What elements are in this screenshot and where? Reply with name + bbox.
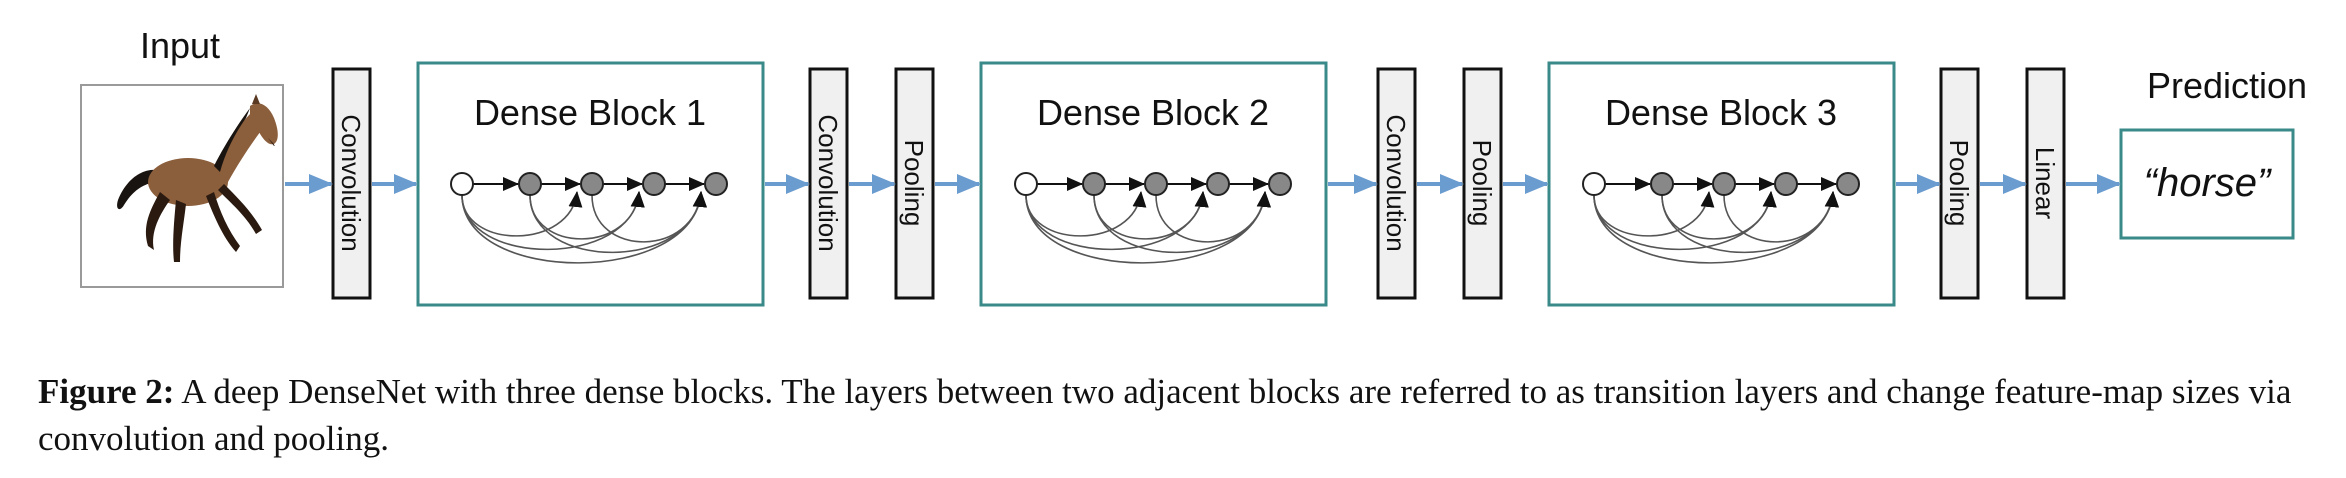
- dense-block-1-label: Dense Block 1: [474, 92, 706, 133]
- skip-connection: [461, 191, 583, 237]
- pool-layer-3-label: Pooling: [1944, 140, 1974, 227]
- input-image: [80, 84, 284, 288]
- dense-block-2: Dense Block 2: [979, 61, 1328, 307]
- skip-connection: [1155, 191, 1271, 243]
- layer-node: [1774, 172, 1798, 196]
- conv-layer-2: Convolution: [808, 67, 849, 300]
- horse-icon: [117, 94, 278, 262]
- conv-layer-1: Convolution: [331, 67, 372, 300]
- skip-connection: [1593, 191, 1715, 237]
- pool-layer-3: Pooling: [1939, 67, 1980, 300]
- layer-node: [1712, 172, 1736, 196]
- pipeline: Convolution Dense Block 1 Convolution Po…: [331, 61, 2066, 307]
- dense-block-3-graph: [1582, 172, 1860, 264]
- layer-node: [1144, 172, 1168, 196]
- linear-layer-label: Linear: [2030, 147, 2060, 220]
- input-node: [1582, 172, 1606, 196]
- input-node: [450, 172, 474, 196]
- pool-layer-2-label: Pooling: [1467, 140, 1497, 227]
- layer-node: [1836, 172, 1860, 196]
- dense-block-2-graph: [1014, 172, 1292, 264]
- dense-block-2-label: Dense Block 2: [1037, 92, 1269, 133]
- conv-layer-3: Convolution: [1376, 67, 1417, 300]
- pool-layer-1-label: Pooling: [899, 140, 929, 227]
- skip-connection: [591, 191, 707, 243]
- layer-node: [642, 172, 666, 196]
- dense-block-3-label: Dense Block 3: [1605, 92, 1837, 133]
- layer-node: [704, 172, 728, 196]
- layer-node: [518, 172, 542, 196]
- dense-block-3: Dense Block 3: [1547, 61, 1896, 307]
- skip-connection: [1723, 191, 1839, 243]
- skip-connection: [1025, 191, 1147, 237]
- conv-layer-3-label: Convolution: [1381, 114, 1411, 251]
- layer-node: [1082, 172, 1106, 196]
- layer-node: [580, 172, 604, 196]
- figure-caption: Figure 2: A deep DenseNet with three den…: [38, 368, 2328, 462]
- prediction-value: “horse”: [2144, 161, 2272, 205]
- conv-layer-1-label: Convolution: [336, 114, 366, 251]
- caption-text: A deep DenseNet with three dense blocks.…: [38, 372, 2292, 458]
- prediction-box: “horse”: [2119, 128, 2295, 240]
- pool-layer-2: Pooling: [1462, 67, 1503, 300]
- caption-label: Figure 2:: [38, 372, 175, 411]
- dense-block-1-graph: [450, 172, 728, 264]
- input-label: Input: [140, 25, 220, 66]
- prediction-label: Prediction: [2147, 65, 2307, 106]
- conv-layer-2-label: Convolution: [813, 114, 843, 251]
- layer-node: [1268, 172, 1292, 196]
- dense-block-1: Dense Block 1: [416, 61, 765, 307]
- linear-layer: Linear: [2025, 67, 2066, 300]
- pool-layer-1: Pooling: [894, 67, 935, 300]
- layer-node: [1206, 172, 1230, 196]
- input-node: [1014, 172, 1038, 196]
- layer-node: [1650, 172, 1674, 196]
